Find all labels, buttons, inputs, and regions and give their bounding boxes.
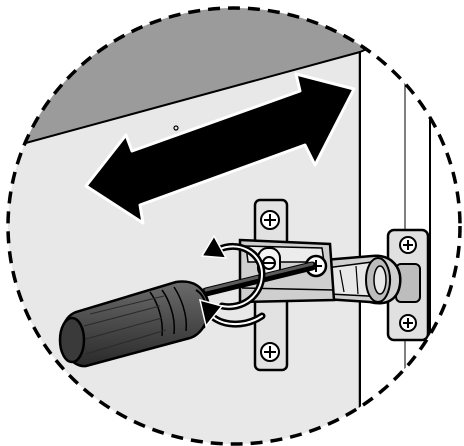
cabinet-door-panel bbox=[359, 8, 460, 444]
screwdriver bbox=[58, 261, 317, 368]
adjust-direction-arrow bbox=[84, 72, 356, 225]
screwdriver-handle bbox=[58, 280, 211, 368]
cabinet-corner-line bbox=[8, 51, 361, 151]
rotation-arrow-icon bbox=[198, 234, 266, 328]
detail-circle-border bbox=[6, 6, 462, 446]
wall-pin-mark bbox=[173, 125, 179, 131]
